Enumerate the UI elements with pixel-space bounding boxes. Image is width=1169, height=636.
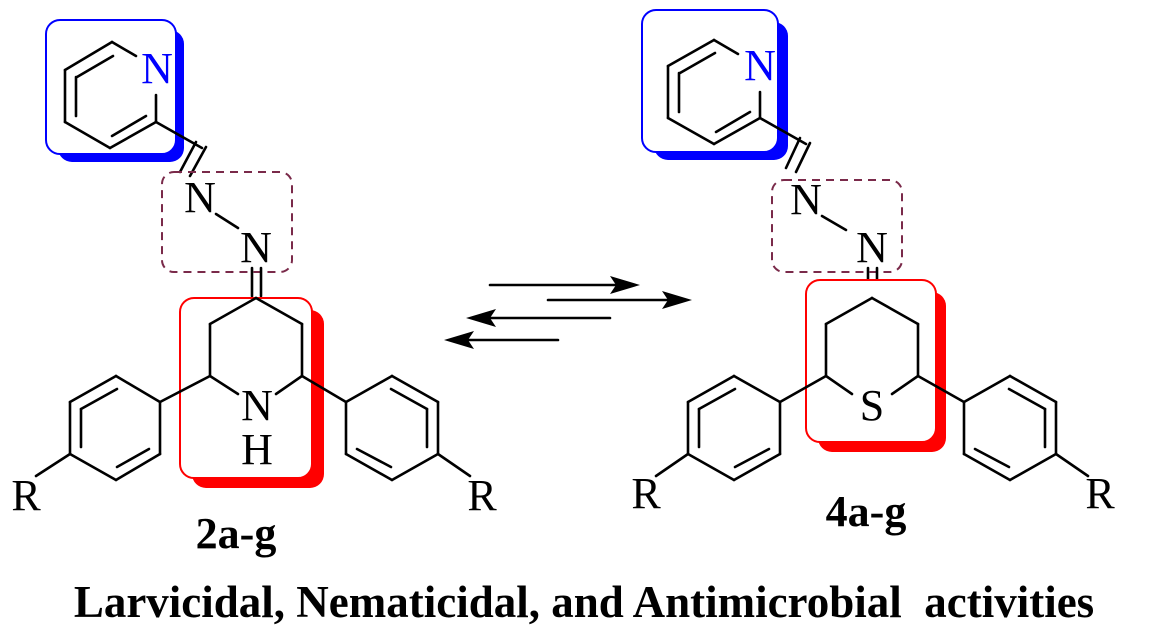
thiane-highlight-box [805,279,946,452]
pyridine-highlight-box [45,19,184,162]
thiane-sulfur-label: S [860,381,884,430]
piperidine-nitrogen-label: N [241,381,273,430]
right-aryl-ring [916,374,1090,482]
imine-linker [758,116,812,174]
n-n-bond [820,214,848,232]
hydrazone-nitrogen-1-label: N [184,173,216,222]
left-aryl-ring [654,374,828,482]
pyridine-nitrogen-label: N [744,41,776,90]
left-r-substituent-label: R [11,471,41,520]
hydrazone-nitrogen-2-label: N [856,223,888,272]
left-r-substituent-label: R [631,469,661,518]
hydrazone-nitrogen-1-label: N [790,175,822,224]
activities-caption: Larvicidal, Nematicidal, and Antimicrobi… [74,577,1094,627]
hydrazone-highlight-box [771,179,903,273]
compound-label-4a-g: 4a-g [826,487,907,536]
left-aryl-ring [34,374,212,482]
hydrazone-nitrogen-2-label: N [240,223,272,272]
compound-label-2a-g: 2a-g [196,509,277,558]
thiane-ring [824,296,920,396]
pyridine-nitrogen-label: N [141,44,173,93]
piperidine-ring [208,296,304,396]
right-r-substituent-label: R [467,471,497,520]
right-r-substituent-label: R [1085,469,1115,518]
n-n-bond [214,212,240,230]
hydrazone-highlight-box [161,171,293,273]
piperidine-hydrogen-label: H [241,425,273,474]
pyridine-ring [63,40,158,150]
compound-2a-g: N N N N H [11,19,497,558]
c-n-double-bond [250,266,263,298]
piperidine-highlight-box [179,297,324,488]
right-aryl-ring [300,374,472,482]
compound-4a-g: N N N S [631,9,1115,536]
pyridine-ring [666,38,762,146]
equilibrium-arrows [444,276,692,349]
